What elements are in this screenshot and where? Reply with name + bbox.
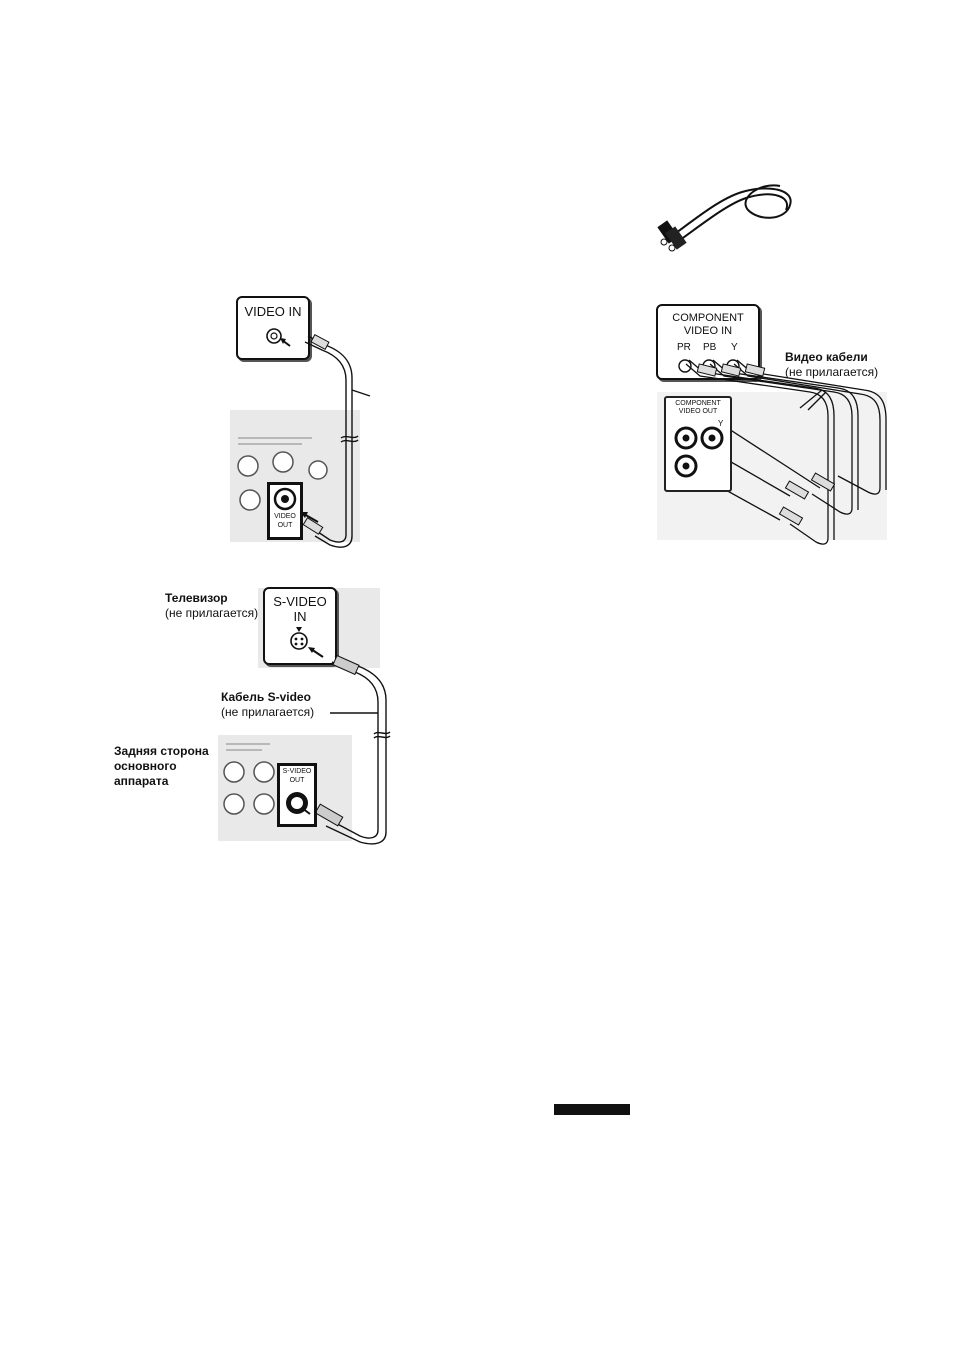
black-bar: [554, 1104, 630, 1115]
component-out-jacks-icon: [666, 398, 730, 490]
component-cables-label: Видео кабели: [785, 350, 878, 365]
component-cables-caption: Видео кабели (не прилагается): [785, 350, 878, 380]
component-cables-note: (не прилагается): [785, 365, 878, 380]
component-out-frame: COMPONENT VIDEO OUT Y: [664, 396, 732, 492]
